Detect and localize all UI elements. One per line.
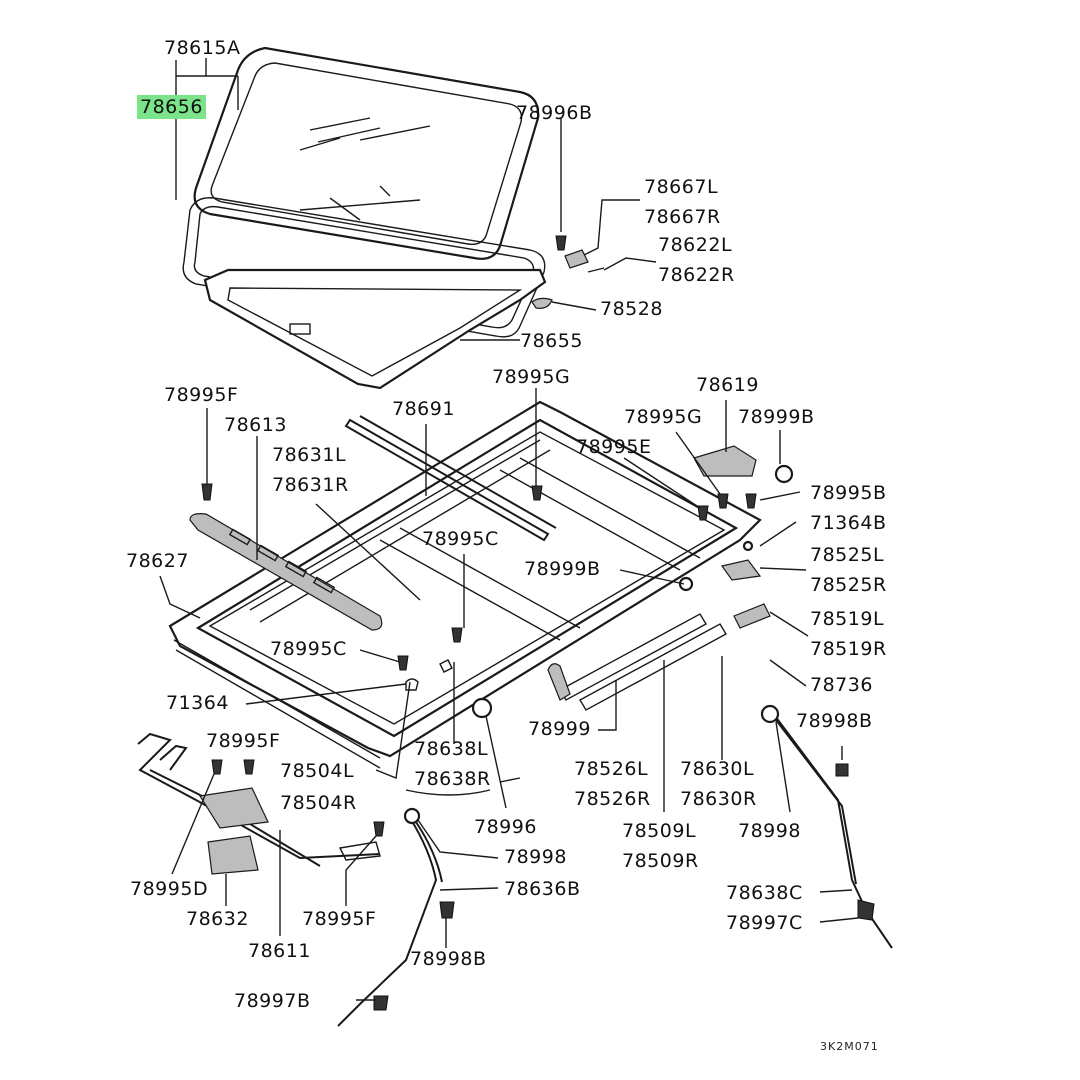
label-78613[interactable]: 78613 — [224, 414, 287, 436]
label-78998B-right[interactable]: 78998B — [796, 710, 873, 732]
label-78630R[interactable]: 78630R — [680, 788, 757, 810]
label-78519L[interactable]: 78519L — [810, 608, 885, 630]
drawing-code: 3K2M071 — [820, 1040, 879, 1053]
label-78526R[interactable]: 78526R — [574, 788, 651, 810]
label-78615A[interactable]: 78615A — [164, 37, 241, 59]
label-78691[interactable]: 78691 — [392, 398, 455, 420]
label-78995C-a[interactable]: 78995C — [422, 528, 499, 550]
label-78630L[interactable]: 78630L — [680, 758, 755, 780]
sunshade-panel — [203, 185, 547, 390]
label-78525R[interactable]: 78525R — [810, 574, 887, 596]
label-78638L[interactable]: 78638L — [414, 738, 489, 760]
label-78995F-bot[interactable]: 78995F — [302, 908, 377, 930]
label-78996B[interactable]: 78996B — [516, 102, 593, 124]
label-71364B[interactable]: 71364B — [810, 512, 887, 534]
label-78997C[interactable]: 78997C — [726, 912, 803, 934]
label-78631L[interactable]: 78631L — [272, 444, 347, 466]
sunroof-frame — [168, 400, 762, 769]
label-78638C[interactable]: 78638C — [726, 882, 803, 904]
label-71364[interactable]: 71364 — [166, 692, 229, 714]
label-78995D[interactable]: 78995D — [130, 878, 209, 900]
label-78999[interactable]: 78999 — [528, 718, 591, 740]
label-78998-mid[interactable]: 78998 — [504, 846, 567, 868]
label-78999B-mid[interactable]: 78999B — [524, 558, 601, 580]
label-78998B-bot[interactable]: 78998B — [410, 948, 487, 970]
label-78999B-top[interactable]: 78999B — [738, 406, 815, 428]
label-78622L[interactable]: 78622L — [658, 234, 733, 256]
label-78656[interactable]: 78656 — [137, 95, 206, 119]
label-78996[interactable]: 78996 — [474, 816, 537, 838]
label-78504R[interactable]: 78504R — [280, 792, 357, 814]
label-78995B[interactable]: 78995B — [810, 482, 887, 504]
label-78632[interactable]: 78632 — [186, 908, 249, 930]
highlighted-part-number: 78656 — [137, 95, 206, 119]
label-78504L[interactable]: 78504L — [280, 760, 355, 782]
label-78655[interactable]: 78655 — [520, 330, 583, 352]
label-78619[interactable]: 78619 — [696, 374, 759, 396]
label-78631R[interactable]: 78631R — [272, 474, 349, 496]
label-78509L[interactable]: 78509L — [622, 820, 697, 842]
label-78622R[interactable]: 78622R — [658, 264, 735, 286]
label-78526L[interactable]: 78526L — [574, 758, 649, 780]
label-78667L[interactable]: 78667L — [644, 176, 719, 198]
label-78995E[interactable]: 78995E — [576, 436, 652, 458]
glass-seal — [182, 197, 546, 338]
label-78995C-b[interactable]: 78995C — [270, 638, 347, 660]
label-78736[interactable]: 78736 — [810, 674, 873, 696]
label-78509R[interactable]: 78509R — [622, 850, 699, 872]
label-78667R[interactable]: 78667R — [644, 206, 721, 228]
label-78995G-b[interactable]: 78995G — [624, 406, 703, 428]
label-78995F-top[interactable]: 78995F — [164, 384, 239, 406]
label-78638R[interactable]: 78638R — [414, 768, 491, 790]
label-78519R[interactable]: 78519R — [810, 638, 887, 660]
label-78627[interactable]: 78627 — [126, 550, 189, 572]
label-78995F-mid[interactable]: 78995F — [206, 730, 281, 752]
label-78997B[interactable]: 78997B — [234, 990, 311, 1012]
label-78611[interactable]: 78611 — [248, 940, 311, 962]
label-78525L[interactable]: 78525L — [810, 544, 885, 566]
label-78998-right[interactable]: 78998 — [738, 820, 801, 842]
label-78636B[interactable]: 78636B — [504, 878, 581, 900]
glass-panel — [193, 46, 540, 260]
label-78995G-a[interactable]: 78995G — [492, 366, 571, 388]
label-78528[interactable]: 78528 — [600, 298, 663, 320]
